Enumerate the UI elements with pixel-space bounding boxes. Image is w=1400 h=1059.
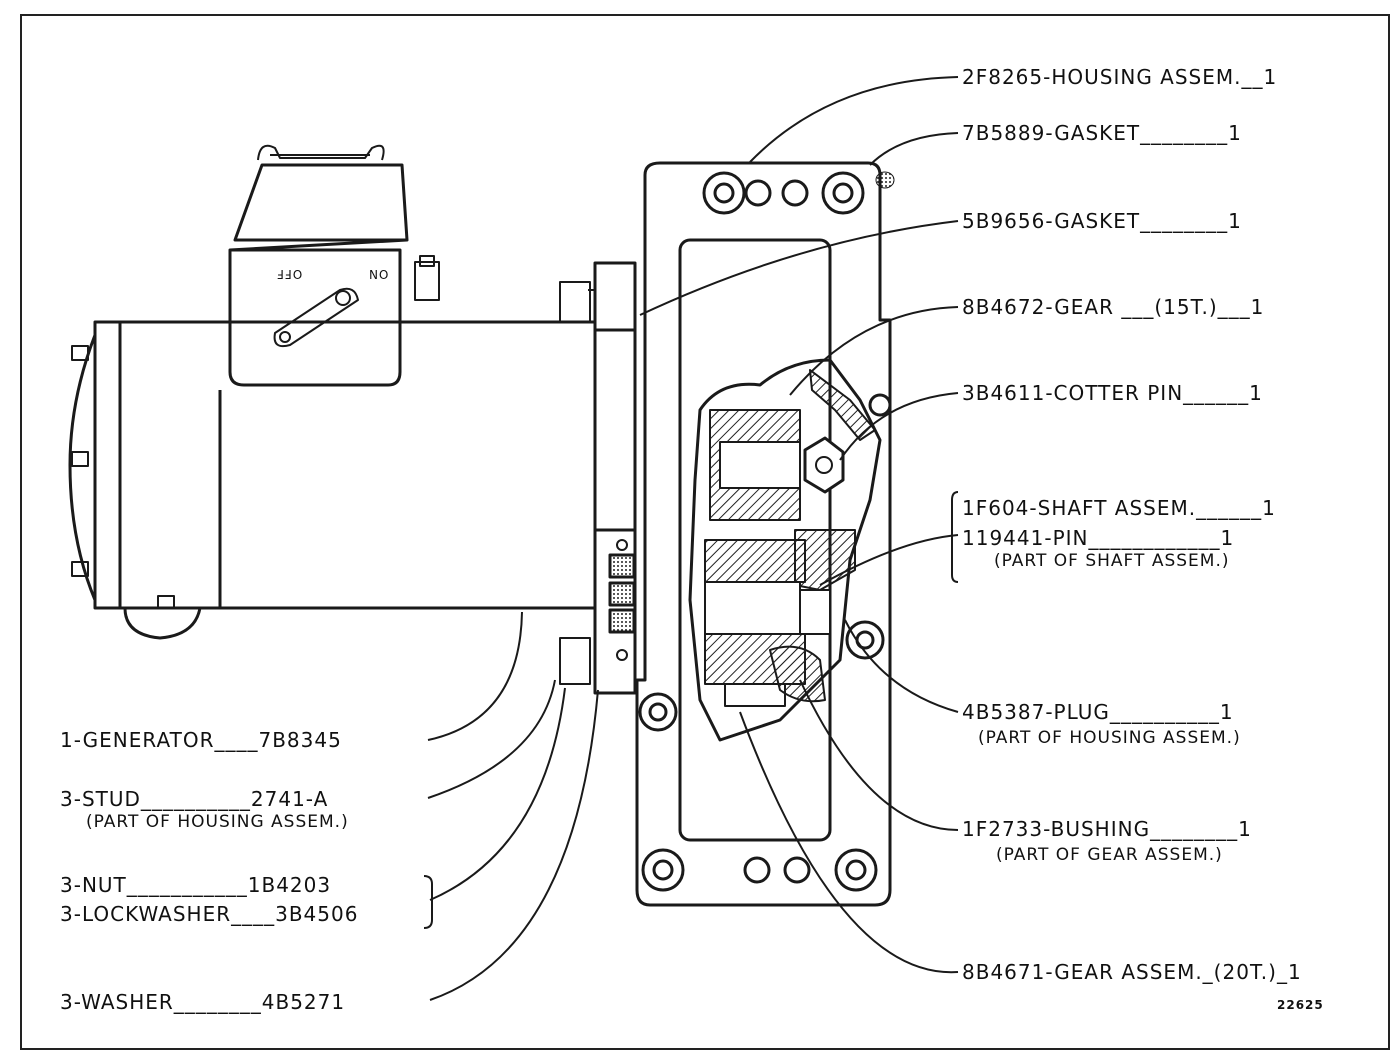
callout-bushing: 1F2733-BUSHING________1 <box>962 817 1252 841</box>
callout-gasket-5b9656: 5B9656-GASKET________1 <box>962 209 1242 233</box>
callout-shaft-assem: 1F604-SHAFT ASSEM.______1 <box>962 496 1276 520</box>
leader-lines-right <box>639 76 959 974</box>
switch-off-label: OFF <box>276 267 303 281</box>
callout-stud-note: (PART OF HOUSING ASSEM.) <box>86 812 349 832</box>
callout-nut: 3-NUT___________1B4203 <box>60 873 332 897</box>
callout-bushing-note: (PART OF GEAR ASSEM.) <box>996 845 1223 865</box>
callout-plug-note: (PART OF HOUSING ASSEM.) <box>978 728 1241 748</box>
drawing-frame <box>20 14 1390 1050</box>
figure-number: 22625 <box>1277 998 1324 1012</box>
housing <box>635 161 895 907</box>
callout-gasket-7b5889: 7B5889-GASKET________1 <box>962 121 1242 145</box>
callout-pin-119441: 119441-PIN____________1 <box>962 526 1235 550</box>
mounting-flange <box>559 261 637 695</box>
callout-generator: 1-GENERATOR____7B8345 <box>60 728 342 752</box>
switch-on-label: ON <box>368 267 389 281</box>
callout-plug: 4B5387-PLUG__________1 <box>962 700 1234 724</box>
callout-stud: 3-STUD__________2741-A <box>60 787 329 811</box>
callout-housing-assem: 2F8265-HOUSING ASSEM.__1 <box>962 65 1278 89</box>
callout-cotter-pin: 3B4611-COTTER PIN______1 <box>962 381 1263 405</box>
callout-lockwasher: 3-LOCKWASHER____3B4506 <box>60 902 359 926</box>
leader-lines-left <box>423 611 599 1001</box>
generator <box>68 144 597 640</box>
callout-pin-note: (PART OF SHAFT ASSEM.) <box>994 551 1230 571</box>
callout-washer: 3-WASHER________4B5271 <box>60 990 346 1014</box>
callout-gear-15t: 8B4672-GEAR ___(15T.)___1 <box>962 295 1265 319</box>
callout-gear-assem-20t: 8B4671-GEAR ASSEM._(20T.)_1 <box>962 960 1302 984</box>
